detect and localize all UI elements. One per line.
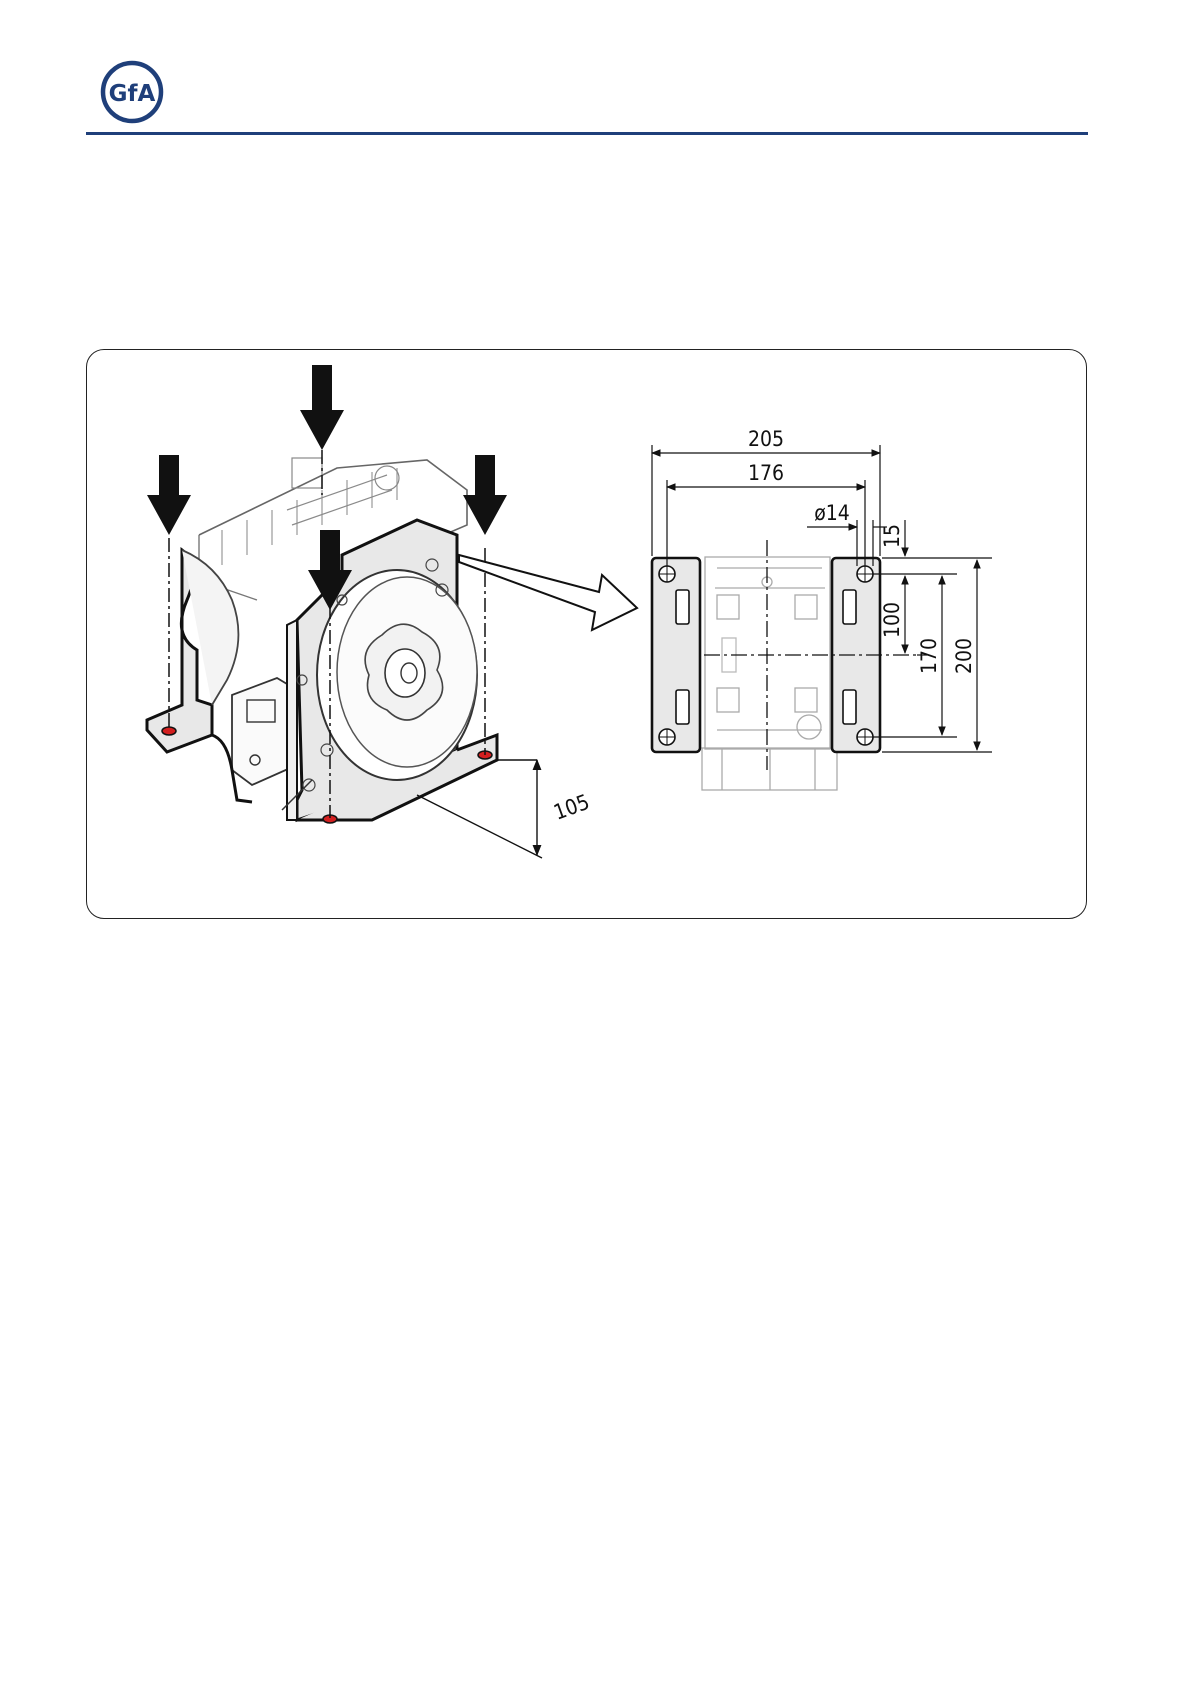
- mounting-plan-view: 205 176 ø14 15 100 170 200: [652, 427, 992, 790]
- down-arrow-top: [300, 365, 344, 450]
- dimension-170: 170: [917, 638, 941, 674]
- dimension-205: 205: [748, 427, 784, 451]
- dimension-105: 105: [551, 790, 593, 825]
- drive-unit-isometric: 105: [147, 365, 637, 858]
- figure-drawing: 105: [87, 350, 1088, 920]
- header-rule: [86, 132, 1088, 135]
- down-arrow-left: [147, 455, 191, 535]
- installation-figure: 105: [86, 349, 1087, 919]
- dimension-15: 15: [880, 524, 904, 548]
- dimension-176: 176: [748, 461, 784, 485]
- down-arrow-right: [463, 455, 507, 535]
- bolt-marker-left: [162, 727, 176, 735]
- gfa-logo: GfA: [100, 60, 164, 124]
- dimension-hole-diameter: ø14: [814, 501, 850, 525]
- dimension-200: 200: [952, 638, 976, 674]
- logo-text: GfA: [109, 81, 156, 107]
- dimension-100: 100: [880, 602, 904, 638]
